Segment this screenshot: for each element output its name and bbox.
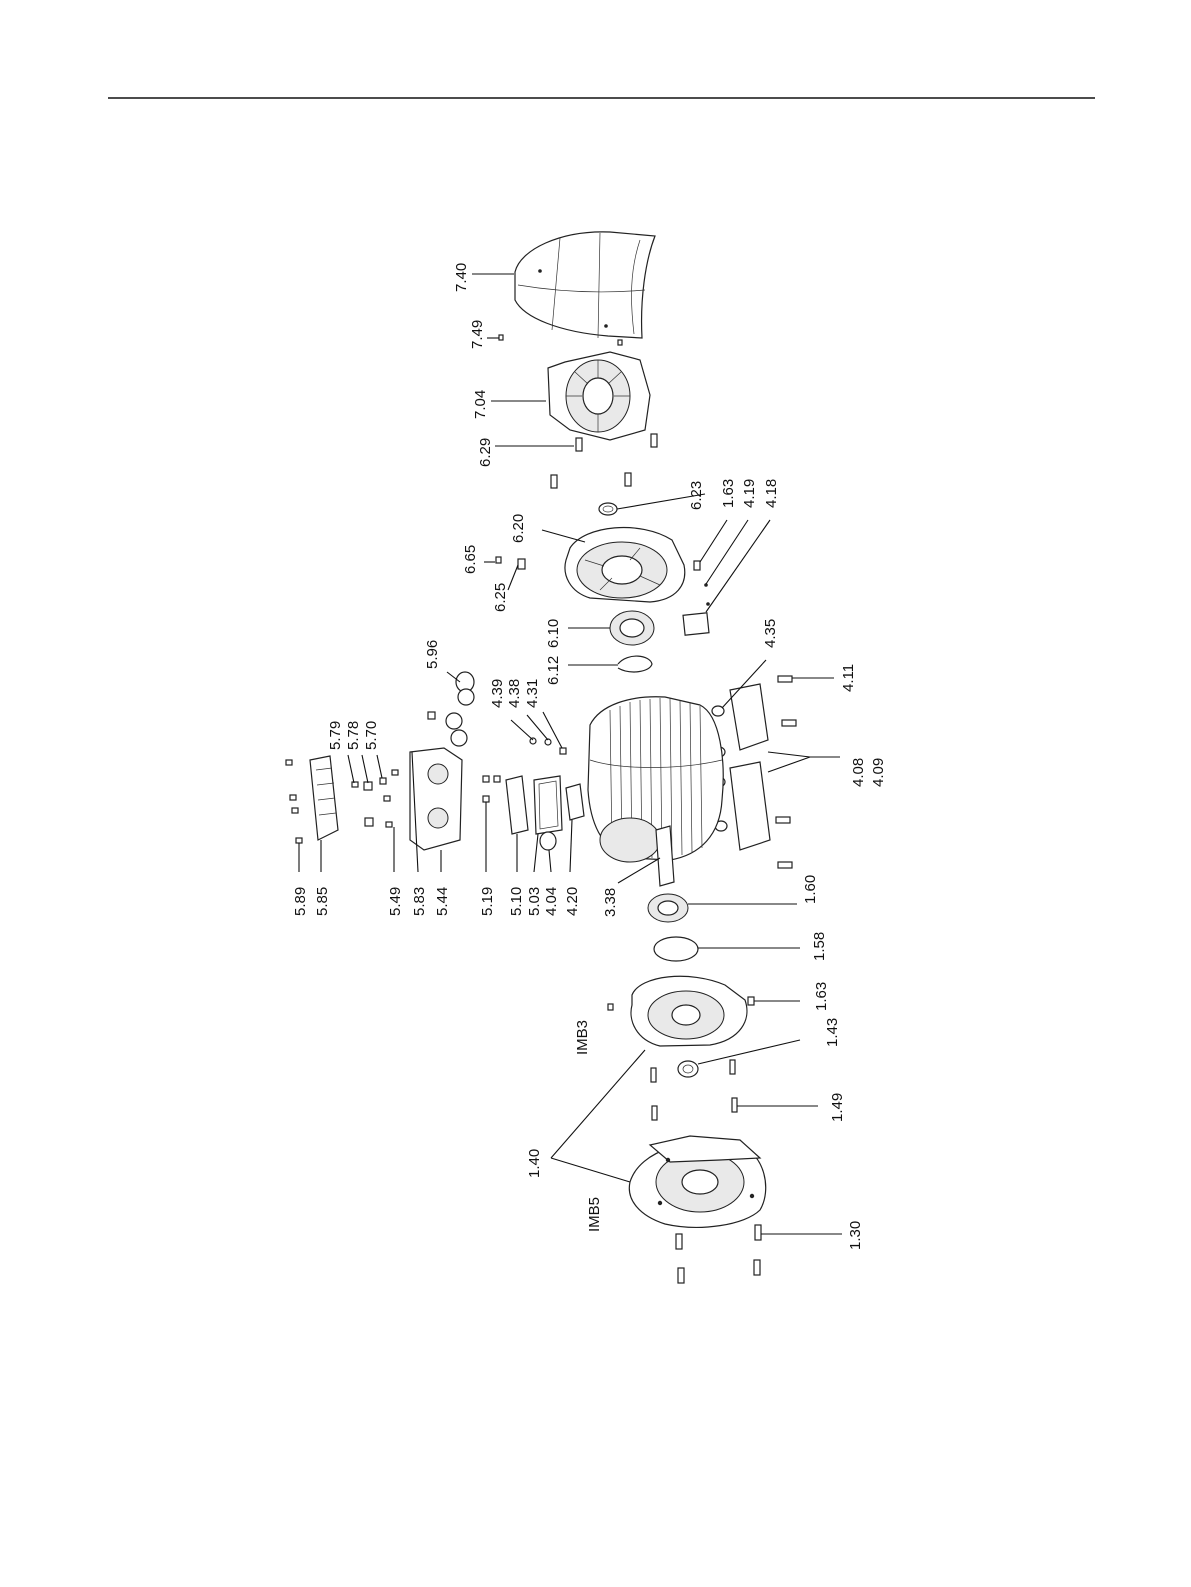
part-519-drawing xyxy=(483,796,489,802)
part-570-drawing xyxy=(380,778,386,784)
part-404-drawing xyxy=(540,832,556,850)
label-404: 4.04 xyxy=(543,887,560,916)
label-160: 1.60 xyxy=(802,875,819,904)
front-endshield-imb3-drawing xyxy=(608,976,754,1046)
label-419: 4.19 xyxy=(741,479,758,508)
label-510: 5.10 xyxy=(508,887,525,916)
label-596: 5.96 xyxy=(424,640,441,669)
label-625: 6.25 xyxy=(492,583,509,612)
label-549: 5.49 xyxy=(387,887,404,916)
label-338: 3.38 xyxy=(602,888,619,917)
label-620: 6.20 xyxy=(510,514,527,543)
label-435: 4.35 xyxy=(762,619,779,648)
label-610: 6.10 xyxy=(545,619,562,648)
label-158: 1.58 xyxy=(811,932,828,961)
label-749: 7.49 xyxy=(469,320,486,349)
nameplate-drawing xyxy=(683,613,709,635)
label-420: 4.20 xyxy=(564,887,581,916)
label-imb3: IMB3 xyxy=(574,1020,591,1055)
label-149: 1.49 xyxy=(829,1093,846,1122)
screw-749-drawing xyxy=(499,335,503,340)
label-740: 7.40 xyxy=(453,263,470,292)
label-579: 5.79 xyxy=(327,721,344,750)
label-408: 4.08 xyxy=(850,758,867,787)
part-163-rear-drawing xyxy=(694,561,700,570)
label-imb5: IMB5 xyxy=(586,1197,603,1232)
rear-endshield-drawing xyxy=(565,528,685,602)
stator-frame-drawing xyxy=(588,697,723,862)
gland-drawing xyxy=(428,672,474,746)
label-163-rear: 1.63 xyxy=(720,479,737,508)
label-431: 4.31 xyxy=(524,679,541,708)
label-578: 5.78 xyxy=(345,721,362,750)
label-411: 4.11 xyxy=(840,664,857,692)
label-629: 6.29 xyxy=(477,438,494,467)
label-665: 6.65 xyxy=(462,545,479,574)
label-140: 1.40 xyxy=(526,1149,543,1178)
label-503: 5.03 xyxy=(526,887,543,916)
label-418: 4.18 xyxy=(763,479,780,508)
label-130: 1.30 xyxy=(847,1221,864,1250)
screw-130-drawing xyxy=(676,1225,761,1283)
label-704: 7.04 xyxy=(472,390,489,419)
label-438: 4.38 xyxy=(506,679,523,708)
terminal-lid-drawing xyxy=(286,756,338,843)
terminal-box-drawing xyxy=(392,748,462,850)
bearing-610-drawing xyxy=(610,611,654,645)
part-439-drawing xyxy=(530,738,536,744)
label-585: 5.85 xyxy=(314,887,331,916)
bearing-160-drawing xyxy=(648,894,688,922)
label-409: 4.09 xyxy=(870,758,887,787)
seal-143-drawing xyxy=(678,1061,698,1077)
label-143: 1.43 xyxy=(824,1018,841,1047)
label-570: 5.70 xyxy=(363,721,380,750)
part-665-drawing xyxy=(496,557,501,563)
flange-endshield-imb5-drawing xyxy=(629,1136,765,1227)
fan-cover-drawing xyxy=(515,232,655,338)
part-431-drawing xyxy=(560,748,566,754)
terminal-block-drawing xyxy=(506,776,528,834)
seal-623-drawing xyxy=(599,503,617,515)
part-420-drawing xyxy=(566,784,584,820)
label-583: 5.83 xyxy=(411,887,428,916)
part-578-drawing xyxy=(364,782,372,790)
label-439: 4.39 xyxy=(489,679,506,708)
label-612: 6.12 xyxy=(545,656,562,685)
label-589: 5.89 xyxy=(292,887,309,916)
fan-drawing xyxy=(548,352,650,440)
label-519: 5.19 xyxy=(479,887,496,916)
screw-629-drawing xyxy=(551,434,657,488)
label-623: 6.23 xyxy=(688,481,705,510)
label-544: 5.44 xyxy=(434,887,451,916)
ring-158-drawing xyxy=(654,937,698,961)
label-163-front: 1.63 xyxy=(813,982,830,1011)
part-625-drawing xyxy=(518,559,525,569)
part-579-drawing xyxy=(352,782,358,787)
circlip-612-drawing xyxy=(618,656,652,672)
